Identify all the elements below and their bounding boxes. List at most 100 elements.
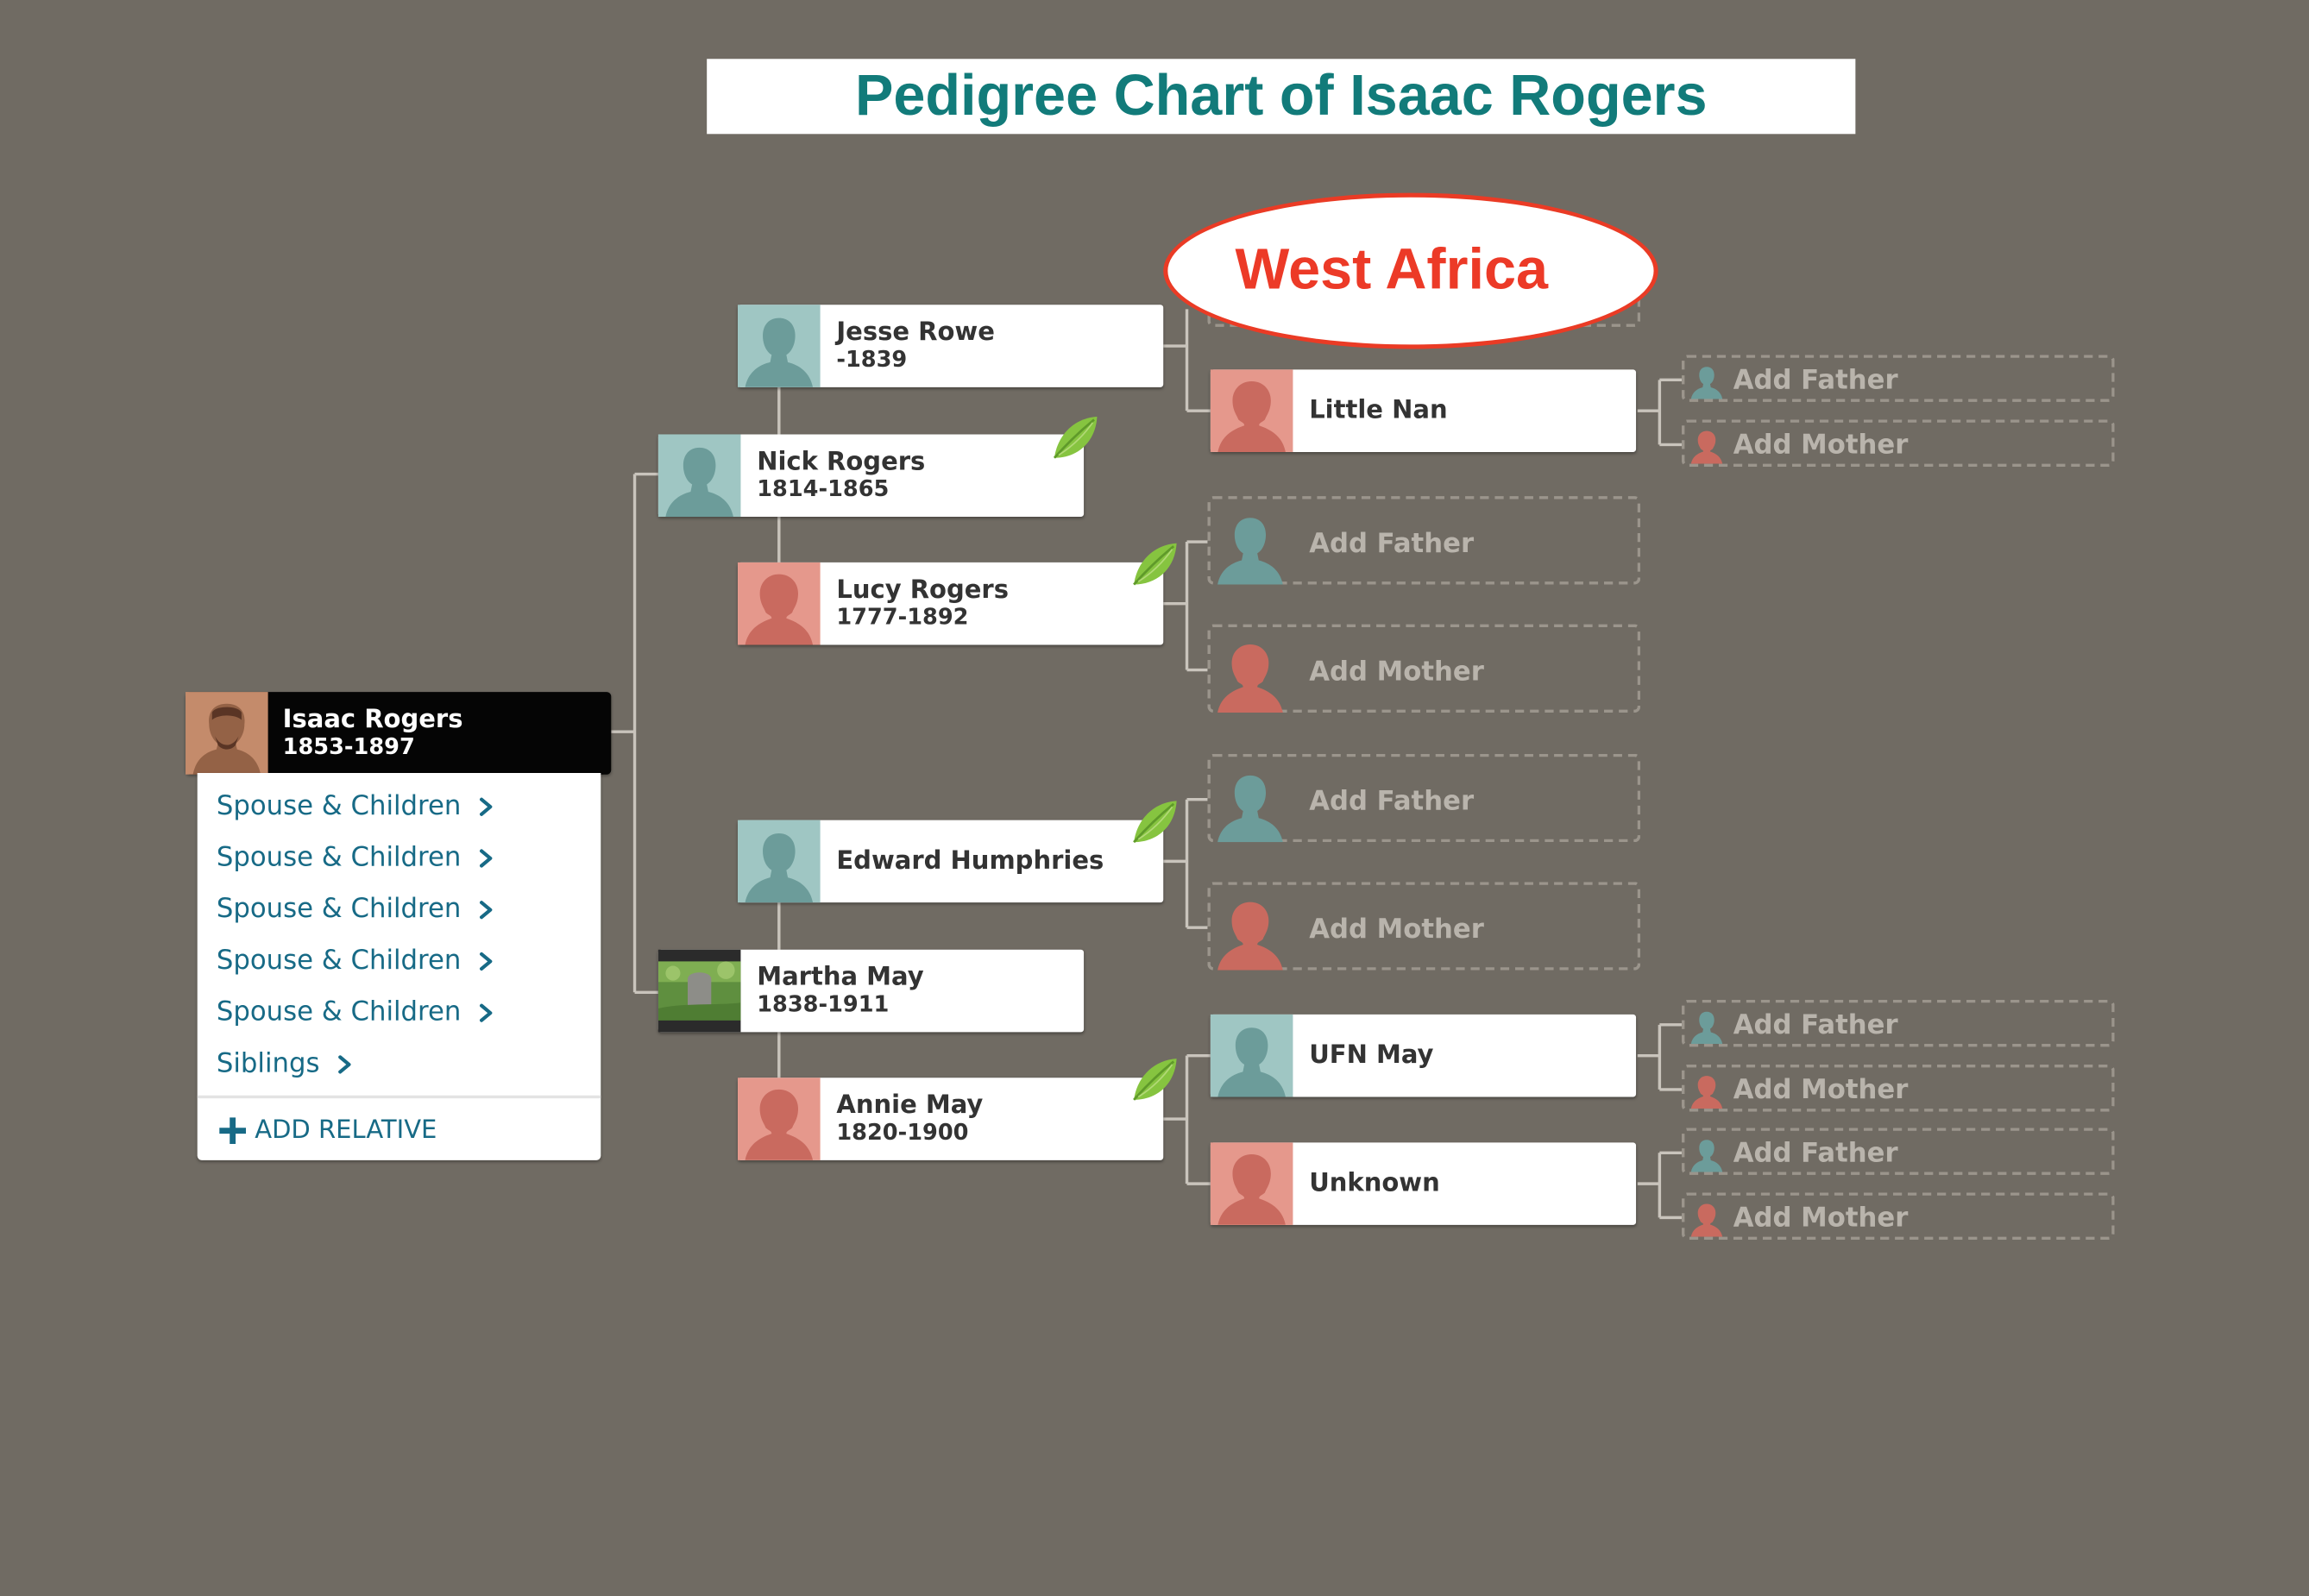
female-silhouette-icon — [1211, 891, 1290, 971]
add-father-little-nan[interactable]: Add Father — [1681, 355, 2115, 402]
person-dates: -1839 — [836, 346, 908, 373]
menu-spouse-children-5[interactable]: Spouse & Children — [217, 986, 496, 1038]
add-mother-little-nan[interactable]: Add Mother — [1681, 419, 2115, 468]
person-card-unknown[interactable]: Unknown — [1210, 1142, 1637, 1225]
menu-item-label: Spouse & Children — [216, 842, 462, 874]
male-silhouette-icon — [738, 305, 821, 387]
person-dates: 1820-1900 — [836, 1119, 969, 1146]
add-father-unknown[interactable]: Add Father — [1681, 1128, 2115, 1175]
male-silhouette-icon — [1688, 1134, 1726, 1172]
person-name: Annie May — [836, 1090, 984, 1121]
male-silhouette-icon — [657, 434, 741, 518]
person-name: Little Nan — [1309, 395, 1448, 425]
female-silhouette-icon — [738, 1078, 821, 1160]
chevron-right-icon — [475, 847, 496, 868]
add-mother-label: Add Mother — [1309, 657, 1484, 688]
menu-item-label: Siblings — [216, 1048, 320, 1079]
person-card-ufn-may[interactable]: UFN May — [1210, 1014, 1637, 1097]
female-silhouette-icon — [1210, 1142, 1293, 1225]
menu-item-label: Spouse & Children — [216, 945, 462, 977]
add-father-label: Add Father — [1309, 786, 1475, 818]
female-silhouette-icon — [1688, 1198, 1726, 1236]
page-title: Pedigree Chart of Isaac Rogers — [854, 64, 1708, 128]
menu-item-label: Spouse & Children — [216, 996, 462, 1028]
add-mother-edward[interactable]: Add Mother — [1207, 882, 1641, 971]
person-card-annie-may[interactable]: Annie May 1820-1900 — [738, 1078, 1164, 1160]
female-silhouette-icon — [1210, 369, 1293, 452]
male-silhouette-icon — [1688, 361, 1726, 399]
person-card-nick-rogers[interactable]: Nick Rogers 1814-1865 — [657, 434, 1085, 518]
menu-divider — [197, 1095, 601, 1099]
female-silhouette-icon — [738, 562, 821, 645]
person-name: UFN May — [1309, 1040, 1434, 1070]
menu-item-label: Spouse & Children — [216, 790, 462, 822]
person-card-little-nan[interactable]: Little Nan — [1210, 369, 1637, 452]
menu-item-label: Spouse & Children — [216, 893, 462, 925]
female-silhouette-icon — [1688, 425, 1726, 463]
add-father-label: Add Father — [1309, 528, 1475, 560]
add-father-lucy[interactable]: Add Father — [1207, 496, 1641, 585]
add-mother-ufn-may[interactable]: Add Mother — [1681, 1064, 2115, 1112]
leaf-hint-icon[interactable] — [1129, 796, 1180, 846]
person-card-martha-may[interactable]: Martha May 1838-1911 — [657, 949, 1085, 1033]
title-banner: Pedigree Chart of Isaac Rogers — [707, 59, 1856, 135]
add-mother-lucy[interactable]: Add Mother — [1207, 624, 1641, 713]
gravestone-photo-icon — [657, 961, 741, 1021]
person-dates: 1777-1892 — [836, 603, 969, 631]
add-mother-label: Add Mother — [1733, 1203, 1909, 1235]
female-silhouette-icon — [1688, 1071, 1726, 1109]
leaf-hint-icon[interactable] — [1129, 539, 1180, 589]
add-father-label: Add Father — [1733, 365, 1898, 397]
female-silhouette-icon — [1211, 633, 1290, 713]
add-father-ufn-may[interactable]: Add Father — [1681, 999, 2115, 1047]
male-silhouette-icon — [738, 820, 821, 903]
chevron-right-icon — [475, 951, 496, 971]
martha-may-photo — [657, 949, 741, 1033]
menu-spouse-children-3[interactable]: Spouse & Children — [217, 883, 496, 935]
add-father-label: Add Father — [1733, 1138, 1898, 1170]
person-name: Jesse Rowe — [836, 317, 995, 348]
person-card-jesse-rowe[interactable]: Jesse Rowe -1839 — [738, 305, 1164, 387]
male-silhouette-icon — [1210, 1014, 1293, 1097]
chevron-right-icon — [475, 899, 496, 920]
menu-spouse-children-4[interactable]: Spouse & Children — [217, 935, 496, 987]
root-dates: 1853-1897 — [282, 732, 415, 760]
menu-spouse-children-2[interactable]: Spouse & Children — [217, 832, 496, 883]
person-name: Lucy Rogers — [836, 575, 1010, 606]
portrait-photo-icon — [186, 692, 268, 775]
person-card-lucy-rogers[interactable]: Lucy Rogers 1777-1892 — [738, 562, 1164, 645]
isaac-rogers-photo — [186, 692, 268, 775]
male-silhouette-icon — [1211, 505, 1290, 584]
person-card-isaac-rogers[interactable]: Isaac Rogers 1853-1897 — [186, 692, 612, 775]
menu-siblings[interactable]: Siblings — [217, 1038, 355, 1090]
person-name: Martha May — [757, 963, 924, 993]
add-mother-unknown[interactable]: Add Mother — [1681, 1192, 2115, 1240]
add-mother-label: Add Mother — [1733, 1074, 1909, 1106]
leaf-hint-icon[interactable] — [1129, 1054, 1180, 1104]
person-card-edward-humphries[interactable]: Edward Humphries — [738, 820, 1164, 903]
chevron-right-icon — [475, 1002, 496, 1022]
root-name: Isaac Rogers — [282, 705, 463, 735]
west-africa-annotation: West Africa — [1163, 192, 1658, 349]
annotation-text: West Africa — [1235, 238, 1549, 302]
plus-icon — [219, 1117, 247, 1145]
relatives-menu: Spouse & Children Spouse & Children Spou… — [197, 772, 601, 1160]
chevron-right-icon — [335, 1053, 355, 1074]
add-father-edward[interactable]: Add Father — [1207, 753, 1641, 843]
leaf-hint-icon[interactable] — [1050, 412, 1100, 462]
add-father-label: Add Father — [1733, 1009, 1898, 1041]
add-mother-label: Add Mother — [1309, 914, 1484, 946]
chevron-right-icon — [475, 795, 496, 816]
person-dates: 1838-1911 — [757, 990, 890, 1018]
menu-spouse-children-1[interactable]: Spouse & Children — [217, 781, 496, 833]
person-name: Edward Humphries — [836, 845, 1104, 876]
male-silhouette-icon — [1688, 1006, 1726, 1044]
person-name: Nick Rogers — [757, 447, 926, 477]
add-relative-button[interactable]: ADD RELATIVE — [217, 1113, 437, 1148]
person-name: Unknown — [1309, 1168, 1440, 1198]
add-mother-label: Add Mother — [1733, 430, 1909, 462]
male-silhouette-icon — [1211, 763, 1290, 842]
add-relative-label: ADD RELATIVE — [255, 1115, 437, 1146]
person-dates: 1814-1865 — [757, 475, 890, 502]
